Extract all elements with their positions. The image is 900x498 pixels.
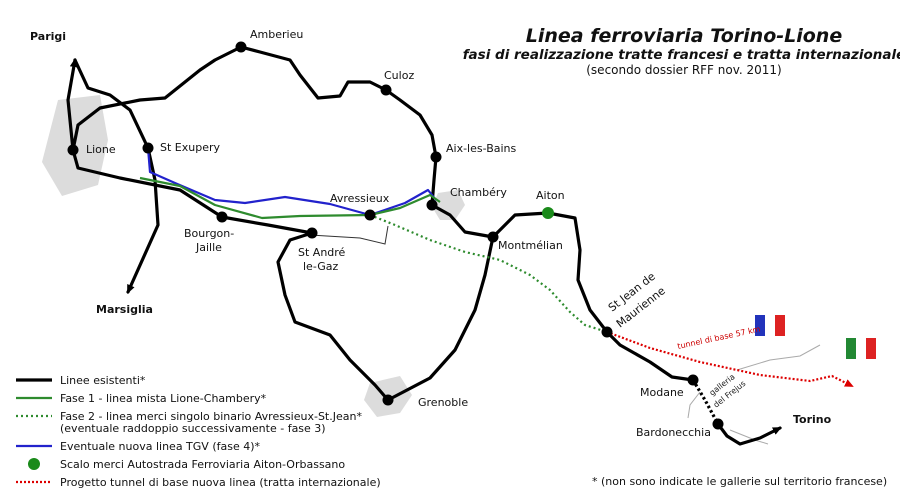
stations xyxy=(67,41,724,430)
label-marsiglia: Marsiglia xyxy=(96,303,153,316)
label-avressieux: Avressieux xyxy=(330,192,390,205)
station-chambery xyxy=(426,199,438,211)
label-tunnel: tunnel di base 57 km xyxy=(677,325,762,351)
station-st-exupery xyxy=(142,142,154,154)
station-st-andre xyxy=(306,227,318,239)
italy-flag xyxy=(846,338,876,359)
label-aix: Aix-les-Bains xyxy=(446,142,517,155)
label-bourgoin-2: Jaille xyxy=(195,241,222,254)
label-amberieu: Amberieu xyxy=(250,28,303,41)
label-st-andre-2: le-Gaz xyxy=(303,260,338,273)
legend-phase2-note: (eventuale raddoppio successivamente - f… xyxy=(60,422,326,435)
chambery-urban-area xyxy=(432,190,465,220)
station-bardonecchia xyxy=(712,418,724,430)
map-subtitle: fasi di realizzazione tratte francesi e … xyxy=(463,47,900,63)
phase2-freight-line xyxy=(369,213,608,334)
station-avressieux xyxy=(364,209,376,221)
label-modane: Modane xyxy=(640,386,684,399)
station-amberieu xyxy=(235,41,247,53)
station-grenoble xyxy=(382,394,394,406)
existing-lines xyxy=(66,45,782,446)
legend-existing: Linee esistenti* xyxy=(60,374,146,387)
footnote: * (non sono indicate le gallerie sul ter… xyxy=(592,475,887,488)
station-st-jean xyxy=(601,326,613,338)
label-lione: Lione xyxy=(86,143,116,156)
label-st-andre-1: St André xyxy=(298,246,346,259)
phase1-line xyxy=(139,176,441,220)
border-line xyxy=(736,344,821,371)
legend-phase4: Eventuale nuova linea TGV (fase 4)* xyxy=(60,440,261,453)
label-montmelian: Montmélian xyxy=(498,239,563,252)
label-parigi: Parigi xyxy=(30,30,66,43)
legend: Linee esistenti* Fase 1 - linea mista Li… xyxy=(16,374,381,489)
legend-aiton: Scalo merci Autostrada Ferroviaria Aiton… xyxy=(60,458,345,471)
frejus-tunnel xyxy=(691,379,720,425)
map-source: (secondo dossier RFF nov. 2011) xyxy=(586,63,782,77)
station-modane xyxy=(687,374,699,386)
station-lione xyxy=(67,144,79,156)
label-st-exupery: St Exupery xyxy=(160,141,220,154)
label-bardonecchia: Bardonecchia xyxy=(636,426,711,439)
station-montmelian xyxy=(487,231,499,243)
label-grenoble: Grenoble xyxy=(418,396,468,409)
station-bourgoin xyxy=(216,211,228,223)
label-torino: Torino xyxy=(793,413,832,426)
legend-tunnel: Progetto tunnel di base nuova linea (tra… xyxy=(60,476,381,489)
border-line-2 xyxy=(687,391,701,419)
aiton-freight-yard xyxy=(542,207,554,219)
phase4-tgv-line xyxy=(146,147,437,217)
label-bourgoin-1: Bourgon- xyxy=(184,227,234,240)
label-culoz: Culoz xyxy=(384,69,414,82)
grenoble-thin-link xyxy=(309,225,389,245)
base-tunnel-line xyxy=(606,330,854,387)
france-flag xyxy=(755,315,785,336)
label-chambery: Chambéry xyxy=(450,186,507,199)
map-title: Linea ferroviaria Torino-Lione xyxy=(526,25,843,47)
label-aiton: Aiton xyxy=(536,189,565,202)
station-culoz xyxy=(380,84,392,96)
legend-phase2: Fase 2 - linea merci singolo binario Avr… xyxy=(60,410,362,423)
legend-phase1: Fase 1 - linea mista Lione-Chambery* xyxy=(60,392,267,405)
station-aix xyxy=(430,151,442,163)
